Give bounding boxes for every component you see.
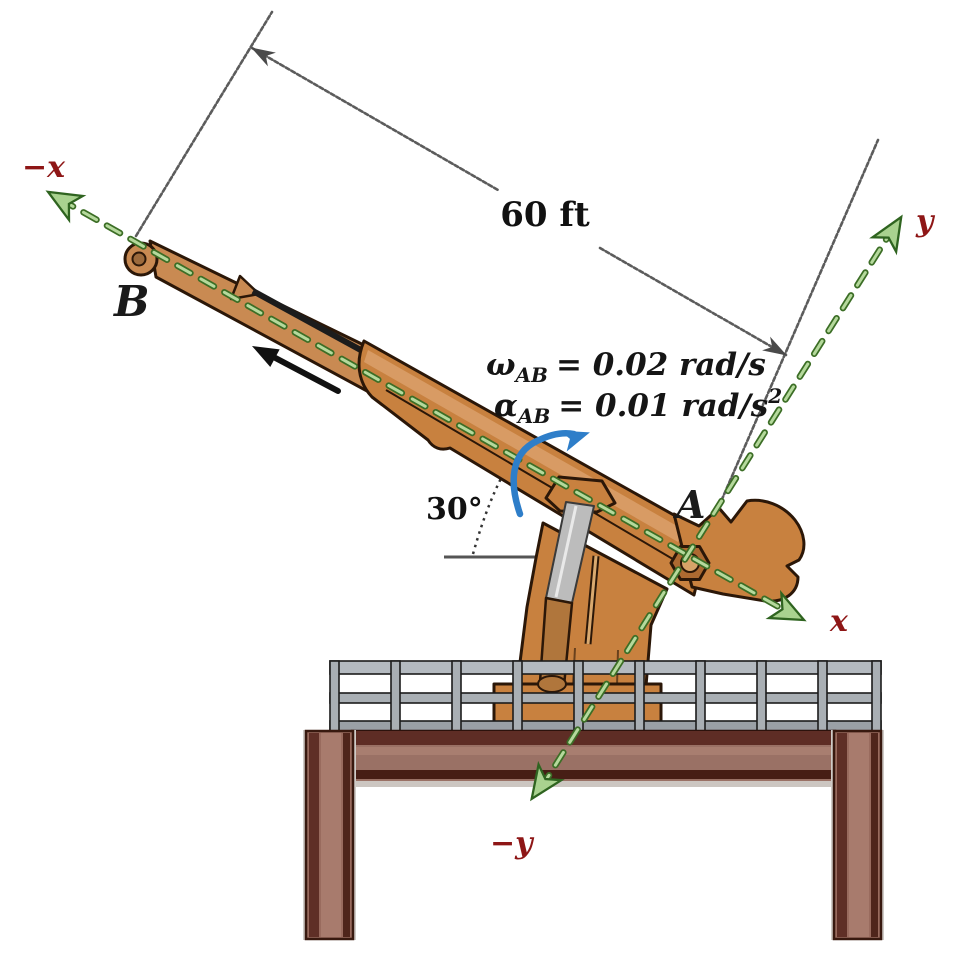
railing-post [695,660,706,734]
alpha-equation: αAB= 0.01 rad/s2 [494,384,782,428]
beam-lower-strip [352,781,835,787]
extension-line-a [704,138,880,538]
beam-bottom-band [352,770,835,779]
neg-x-axis-arrowhead [39,178,84,222]
extension-line-b [134,10,274,238]
railing-post [329,660,340,734]
rotation-arrow-arc [510,430,578,518]
beam-highlight-band [352,747,835,755]
platform-table [303,729,884,941]
railing-top-rail [329,660,882,675]
railing-post [634,660,645,734]
velocity-arrowhead [252,346,280,368]
rotation-arrowhead [559,430,590,452]
mast-slot [586,555,598,645]
rotation-arrow [510,430,590,518]
table-beam [350,729,837,787]
railing-post [871,660,882,734]
y-axis-label: y [915,204,936,239]
railing-post [756,660,767,734]
omega-equation: ωAB= 0.02 rad/s [486,347,766,387]
railing-post [390,660,401,734]
neg-y-axis-label: −y [490,826,535,861]
dimension-label: 60 ft [500,195,590,235]
platform-railing [329,660,882,734]
beam-top-band [352,731,835,745]
dimension-line-right [598,246,788,357]
railing-post [817,660,828,734]
cylinder-highlight [554,505,578,598]
railing-post [512,660,523,734]
dimension-line-left [250,46,500,192]
x-axis-line [58,197,795,617]
y-axis-arrowhead [871,208,915,253]
boom-thin-section [148,239,382,400]
railing-post [573,660,584,734]
rotating-axes [39,178,915,808]
y-axis-line [539,225,896,790]
railing-posts [329,660,882,734]
x-axis-label: x [829,604,849,639]
velocity-arrow [252,346,341,394]
railing-mid-rail [329,692,882,704]
railing-post [451,660,462,734]
cylinder-foot [537,675,567,693]
point-b-label: B [113,277,150,326]
point-a-label: A [673,482,705,527]
boom-seam-line [385,389,689,569]
angle-label: 30° [426,492,483,527]
text-labels: 60 ft 30° B A ωAB= 0.02 rad/s αAB= 0.01 … [22,150,936,861]
boom-tip-eye [131,251,147,267]
dimension-annotation [134,10,880,538]
neg-x-axis-label: −x [22,150,66,185]
table-leg-right [831,729,884,941]
table-leg-left [303,729,356,941]
velocity-arrow-shaft [263,350,341,394]
